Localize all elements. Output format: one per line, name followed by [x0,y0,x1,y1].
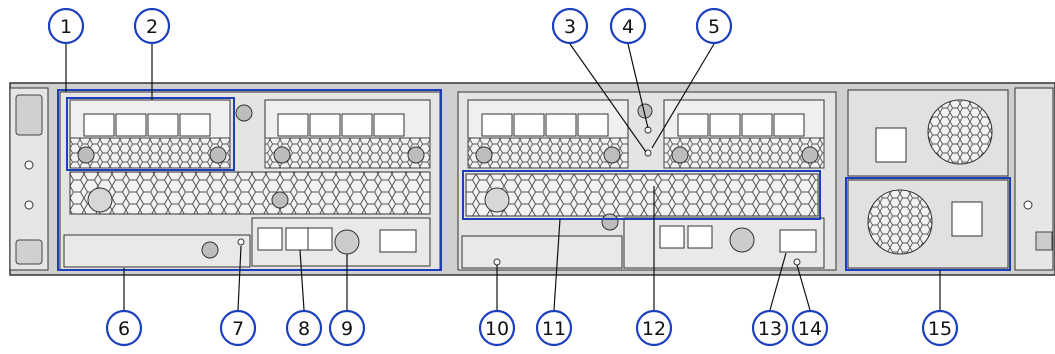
callout-label: 14 [798,318,822,340]
callout-circle [695,7,733,45]
callout-7: 7 [219,309,257,347]
callout-label: 4 [622,16,634,38]
callout-circle [219,309,257,347]
highlight-node-left [57,89,442,271]
callout-label: 1 [60,16,72,38]
callout-label: 2 [146,16,158,38]
callout-circle [133,7,171,45]
callout-label: 15 [928,318,952,340]
highlight-riser [462,170,821,220]
callout-1: 1 [47,7,85,45]
callout-10: 10 [478,309,516,347]
callout-circle [751,309,789,347]
callout-5: 5 [695,7,733,45]
callout-12: 12 [635,309,673,347]
callout-6: 6 [105,309,143,347]
callout-4: 4 [609,7,647,45]
highlight-ocp-card [66,97,235,171]
callout-circle [535,309,573,347]
callout-label: 6 [118,318,130,340]
callout-2: 2 [133,7,171,45]
callout-label: 12 [642,318,666,340]
right-node [457,91,837,271]
callout-11: 11 [535,309,573,347]
callout-8: 8 [285,309,323,347]
callout-label: 13 [758,318,782,340]
callout-circle [921,309,959,347]
callout-circle [47,7,85,45]
callout-3: 3 [551,7,589,45]
leader-lines [65,43,941,311]
callout-label: 8 [298,318,310,340]
callout-circle [791,309,829,347]
callout-13: 13 [751,309,789,347]
callout-circle [551,7,589,45]
highlight-psu [845,177,1011,271]
callout-14: 14 [791,309,829,347]
psu-bay [847,89,1009,269]
rj45-ports-right [659,225,713,249]
callout-label: 5 [708,16,720,38]
callout-circle [285,309,323,347]
callout-9: 9 [328,309,366,347]
callout-label: 11 [542,318,566,340]
callout-circle [478,309,516,347]
callout-circle [105,309,143,347]
callout-label: 7 [232,318,244,340]
callout-label: 10 [485,318,509,340]
sfp-ports-left-a [83,113,211,137]
rj45-ports-left [257,227,333,251]
callout-circle [635,309,673,347]
sfp-ports-left-b [277,113,405,137]
callout-label: 9 [341,318,353,340]
callout-circle [328,309,366,347]
callout-label: 3 [564,16,576,38]
highlight-boxes [57,89,1011,271]
callout-15: 15 [921,309,959,347]
sfp-ports-right-a [481,113,609,137]
callout-circle [609,7,647,45]
sfp-ports-right-b [677,113,805,137]
left-node [59,91,441,271]
